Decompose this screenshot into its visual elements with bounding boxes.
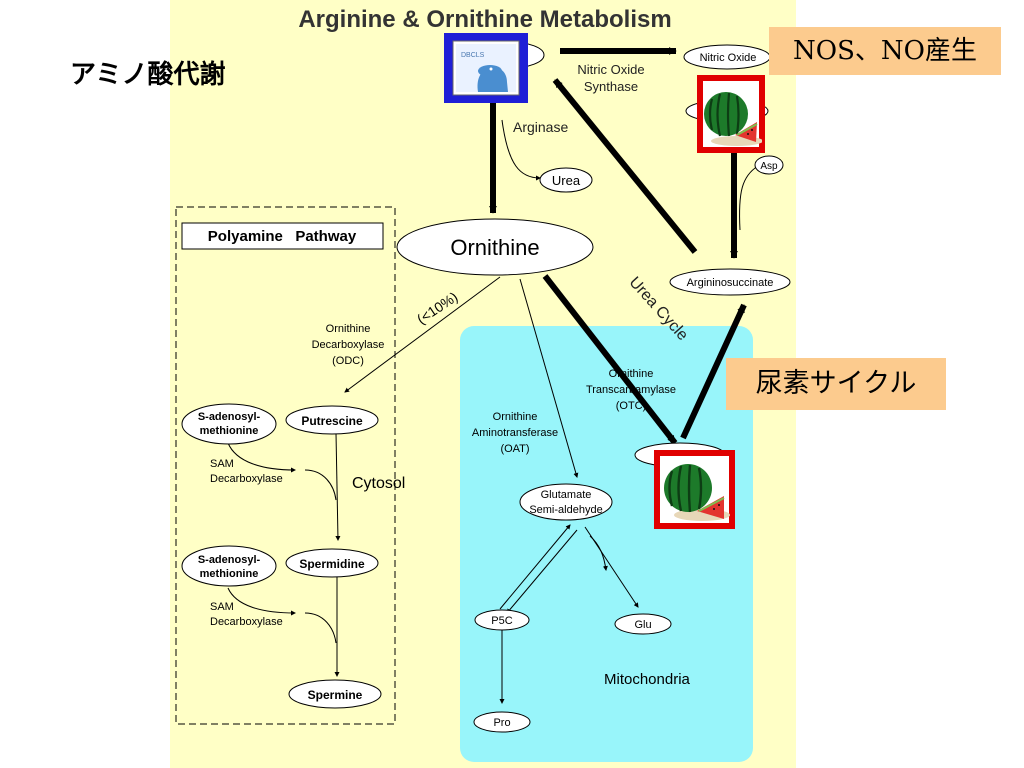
polyamine-pathway-label-box — [181, 222, 384, 250]
arginase-label: Arginase — [513, 119, 568, 135]
odc-arrow — [344, 276, 501, 393]
putrescine-to-spermidine-arrow — [335, 432, 341, 541]
putrescine-node — [285, 405, 379, 435]
glutamate-branch-arrow — [589, 535, 608, 571]
urea-label: Urea — [552, 173, 581, 188]
spermidine-label: Spermidine — [299, 557, 365, 571]
mitochondria-region — [460, 326, 753, 762]
ornithine-node — [396, 218, 594, 276]
urea-node — [539, 167, 593, 193]
sam-decarboxylase-label-1a: SAM — [210, 458, 234, 470]
sam-decarboxylase-label-2b: Decarboxylase — [210, 616, 283, 628]
ornithine-label: Ornithine — [450, 235, 539, 260]
sam-decarboxylase-arrow-2 — [227, 587, 296, 616]
otc-label-2: Transcarbamylase — [586, 384, 676, 396]
nos-callout: NOS、NO産生 — [769, 27, 1001, 75]
odc-label-1: Ornithine — [326, 323, 371, 335]
asp-branch-curve — [739, 165, 759, 231]
page-label: アミノ酸代謝 — [70, 60, 226, 90]
glu-label: Glu — [634, 619, 651, 631]
pro-node — [473, 711, 531, 733]
putrescine-label: Putrescine — [301, 414, 363, 428]
sam-node-2-label-1: S-adenosyl- — [198, 554, 261, 566]
oat-label-1: Ornithine — [493, 411, 538, 423]
p5c-label: P5C — [491, 615, 512, 627]
sam-node-1-label-1: S-adenosyl- — [198, 411, 261, 423]
sam-node-1-label-2: methionine — [200, 425, 259, 437]
glutamate-label-1: Glutamate — [541, 489, 592, 501]
dbcls-logo-image: DBCLS — [444, 33, 528, 103]
glutamate-semialdehyde-node — [519, 483, 613, 521]
urea-cycle-callout: 尿素サイクル — [726, 358, 946, 410]
argininosuccinate-label: Argininosuccinate — [687, 277, 774, 289]
watermelon-image — [697, 75, 765, 153]
argininosuccinate-to-arginine-arrow — [552, 78, 698, 254]
p5c-to-glutamate-arrow-2 — [506, 529, 578, 614]
oat-label-2: Aminotransferase — [472, 427, 558, 439]
arginase-branch-arrow — [501, 119, 541, 181]
asp-node — [754, 155, 784, 175]
sam-curve-1 — [304, 469, 337, 501]
mitochondria-label: Mitochondria — [604, 671, 691, 688]
odc-label-2: Decarboxylase — [312, 339, 385, 351]
argininosuccinate-node — [669, 268, 791, 296]
polyamine-pathway-label: Polyamine Pathway — [208, 228, 357, 245]
sam-curve-2 — [304, 612, 337, 644]
citrulline-to-argininosuccinate-arrow — [680, 303, 747, 440]
nitric-oxide-label: Nitric Oxide — [700, 52, 757, 64]
spermine-label: Spermine — [308, 688, 363, 702]
glu-node — [614, 613, 672, 635]
nos-enzyme-label-1: Nitric Oxide — [577, 62, 644, 77]
ornithine-to-citrulline-arrow — [542, 274, 678, 445]
oat-arrow — [519, 278, 579, 478]
sam-decarboxylase-label-2a: SAM — [210, 601, 234, 613]
spermidine-node — [285, 548, 379, 578]
diagram-title: Arginine & Ornithine Metabolism — [298, 6, 671, 33]
nos-enzyme-label-2: Synthase — [584, 79, 638, 94]
sam-decarboxylase-label-1b: Decarboxylase — [210, 473, 283, 485]
dbcls-logo-text: DBCLS — [461, 52, 485, 59]
otc-label-3: (OTC) — [616, 400, 647, 412]
sam-node-2-label-2: methionine — [200, 568, 259, 580]
spermine-node — [288, 679, 382, 709]
polyamine-pathway-box — [175, 206, 396, 725]
oat-label-3: (OAT) — [500, 443, 529, 455]
sam-decarboxylase-arrow-1 — [227, 442, 296, 473]
p5c-node — [474, 609, 530, 631]
asp-label: Asp — [760, 161, 778, 172]
p5c-to-glutamate-arrow-1 — [499, 524, 571, 610]
odc-label-3: (ODC) — [332, 355, 364, 367]
sam-node-2 — [181, 545, 277, 587]
cytosol-label: Cytosol — [352, 475, 405, 492]
otc-label-1: Ornithine — [609, 368, 654, 380]
watermelon-image — [654, 450, 735, 529]
pro-label: Pro — [493, 717, 510, 729]
glutamate-label-2: Semi-aldehyde — [529, 504, 602, 516]
sam-node-1 — [181, 403, 277, 445]
